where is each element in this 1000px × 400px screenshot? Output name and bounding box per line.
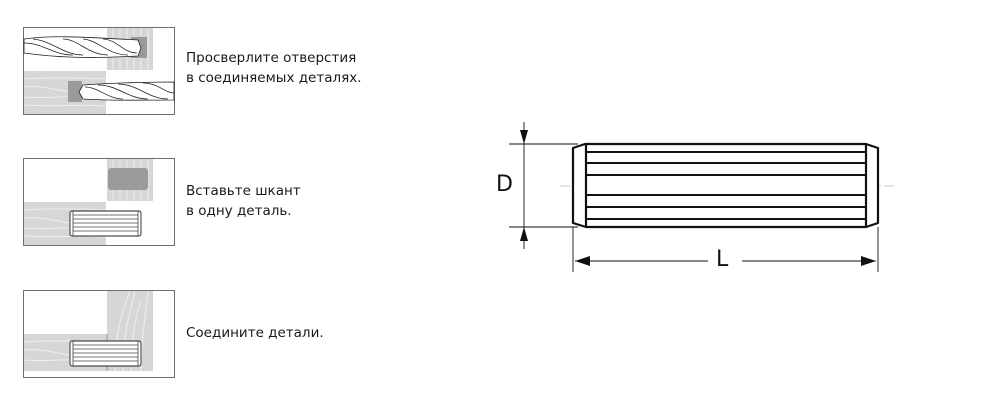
step-3-line-1: Соедините детали. (186, 325, 324, 341)
step-2-line-2: в одну деталь. (186, 203, 292, 219)
length-label: L (716, 247, 729, 272)
step-1-illustration (23, 27, 175, 115)
insert-dowel-icon (23, 158, 175, 246)
dowel-icon (69, 210, 142, 237)
step-2-illustration (23, 158, 175, 246)
dowel-icon (69, 340, 142, 367)
step-1-line-1: Просверлите отверстия (186, 50, 357, 66)
step-1-instruction: Просверлите отверстия в соединяемых дета… (186, 48, 362, 88)
dowel-dimension-drawing: D L (480, 110, 900, 294)
step-1-line-2: в соединяемых деталях. (186, 70, 362, 86)
join-parts-icon (23, 290, 175, 378)
step-2-line-1: Вставьте шкант (186, 183, 301, 199)
diameter-label: D (496, 172, 513, 197)
step-3-instruction: Соедините детали. (186, 323, 324, 343)
drill-holes-icon (23, 27, 175, 115)
step-3-illustration (23, 290, 175, 378)
step-2-instruction: Вставьте шкант в одну деталь. (186, 181, 301, 221)
dowel-technical-drawing-icon (509, 122, 895, 272)
